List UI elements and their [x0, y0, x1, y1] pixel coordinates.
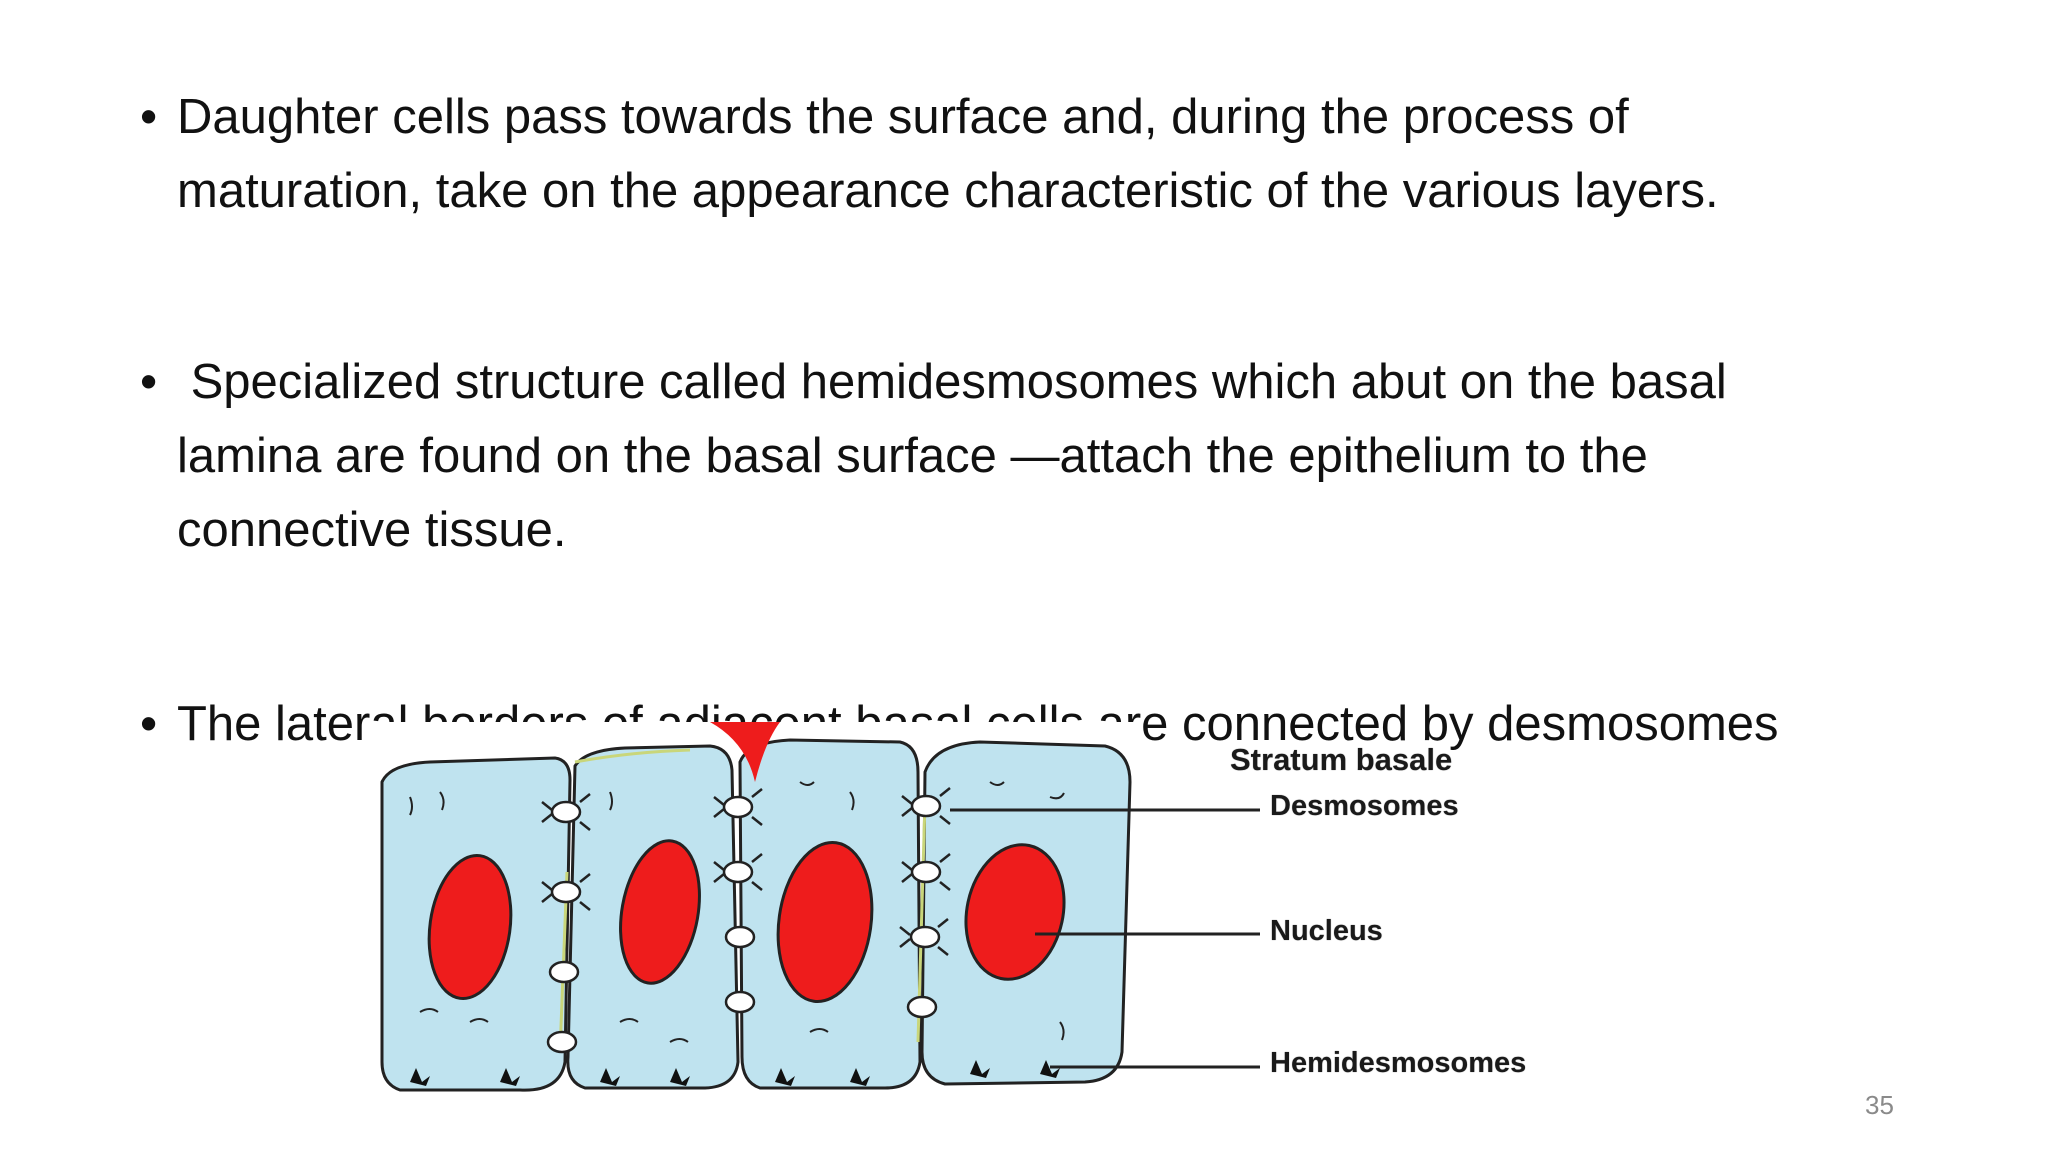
label-nucleus: Nucleus: [1270, 915, 1383, 947]
nucleus-shape: [427, 853, 513, 1001]
diagram-title: Stratum basale: [1230, 742, 1453, 777]
desmosome-group: [546, 794, 942, 1054]
lateral-border: [574, 748, 691, 764]
nucleus-shape: [619, 839, 701, 985]
diagram-drawing: [370, 722, 1260, 1092]
nucleus-shape: [776, 841, 874, 1003]
bullet-line: Daughter cells pass towards the surface …: [177, 90, 1629, 144]
bullet-line: connective tissue.: [177, 503, 567, 557]
label-hemidesmosomes: Hemidesmosomes: [1270, 1047, 1527, 1079]
bullet-line: lamina are found on the basal surface —a…: [177, 429, 1648, 483]
intercellular-wedge: [710, 722, 780, 782]
tonofilaments: [409, 781, 1065, 1043]
bullet-line: Specialized structure called hemidesmoso…: [177, 355, 1727, 409]
label-desmosomes: Desmosomes: [1270, 790, 1459, 822]
nucleus-shape: [964, 843, 1066, 981]
bullet-line: maturation, take on the appearance chara…: [177, 164, 1719, 218]
desmosome-filaments: [541, 787, 951, 956]
bullet-marker: •: [140, 90, 158, 144]
hemidesmosome-marks: [410, 1060, 1060, 1086]
stratum-basale-diagram: Stratum basale Desmosomes Nucleus Hemide…: [370, 722, 1540, 1092]
bullet-daughter-cells: • Daughter cells pass towards the surfac…: [140, 80, 1977, 228]
page-number: 35: [1865, 1090, 1894, 1120]
bullet-text: Daughter cells pass towards the surface …: [177, 80, 1977, 228]
bullet-hemidesmosomes: • Specialized structure called hemidesmo…: [140, 345, 1977, 567]
bullet-text: Specialized structure called hemidesmoso…: [177, 345, 1977, 567]
bullet-marker: •: [140, 697, 158, 751]
bullet-marker: •: [140, 355, 158, 409]
